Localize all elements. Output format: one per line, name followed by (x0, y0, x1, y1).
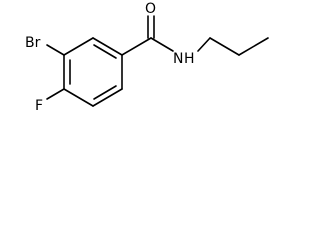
bond-c-f (46, 88, 65, 100)
atom-br-label: Br (25, 35, 41, 51)
ring-double-bond-c1-c2 (93, 44, 117, 59)
ring-bond-c6-c1 (63, 37, 94, 56)
bond-c-br (46, 44, 65, 56)
ring-bond-c4-c5 (63, 88, 94, 107)
atom-f-label: F (35, 98, 43, 114)
ring-bond-c1-c2 (92, 37, 123, 56)
bond-ring-carbonyl (121, 37, 152, 56)
ring-double-bond-c3-c4 (93, 85, 117, 100)
bond-c1-c2 (209, 37, 240, 56)
benzene-ring (63, 37, 123, 107)
atom-n-label: N (173, 51, 183, 67)
bond-c2-c3 (238, 37, 269, 56)
ring-bond-c3-c4 (92, 88, 123, 107)
bond-c-n (150, 37, 174, 52)
molecule-structure: Br F O N H (25, 1, 269, 114)
atom-h-label: H (184, 51, 195, 67)
atom-o-label: O (145, 1, 156, 17)
bond-n-c1 (197, 37, 211, 52)
